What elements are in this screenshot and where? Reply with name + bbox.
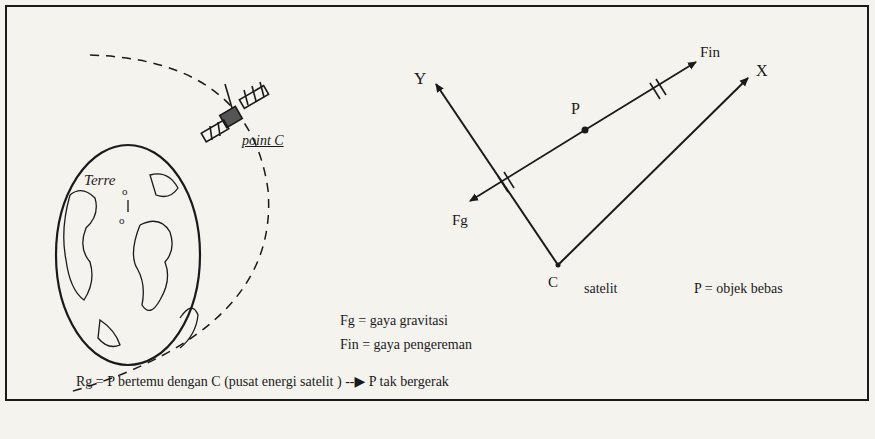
earth <box>56 145 200 365</box>
frame <box>6 6 868 400</box>
force-label: Fin <box>700 44 720 61</box>
object-label: satelit <box>584 281 617 296</box>
gravity-arrow <box>470 130 585 201</box>
point-p <box>582 127 589 134</box>
point-label: P <box>571 100 580 118</box>
center-mark: o <box>122 185 128 197</box>
force-label: Fg <box>452 212 468 229</box>
continents <box>64 174 198 348</box>
orbit <box>70 55 269 392</box>
point-c <box>556 263 561 268</box>
definition-text: Fg = gaya gravitasi <box>340 313 448 328</box>
satellite <box>201 82 268 142</box>
definition-text: Rg = P bertemu dengan C (pusat energi sa… <box>76 374 449 389</box>
note-text: P = objek bebas <box>694 281 783 296</box>
satellite-label: point C <box>242 133 284 148</box>
braking-arrow <box>585 62 696 130</box>
point-label: C <box>548 274 558 291</box>
y-axis <box>436 84 558 265</box>
axis-label: Y <box>414 70 426 89</box>
axis-label: X <box>756 62 768 80</box>
definition-text: Fin = gaya pengereman <box>340 337 472 352</box>
x-axis <box>558 78 748 265</box>
equal-ticks <box>498 79 666 192</box>
earth-label: Terre <box>84 172 115 189</box>
center-mark: o <box>119 214 125 226</box>
